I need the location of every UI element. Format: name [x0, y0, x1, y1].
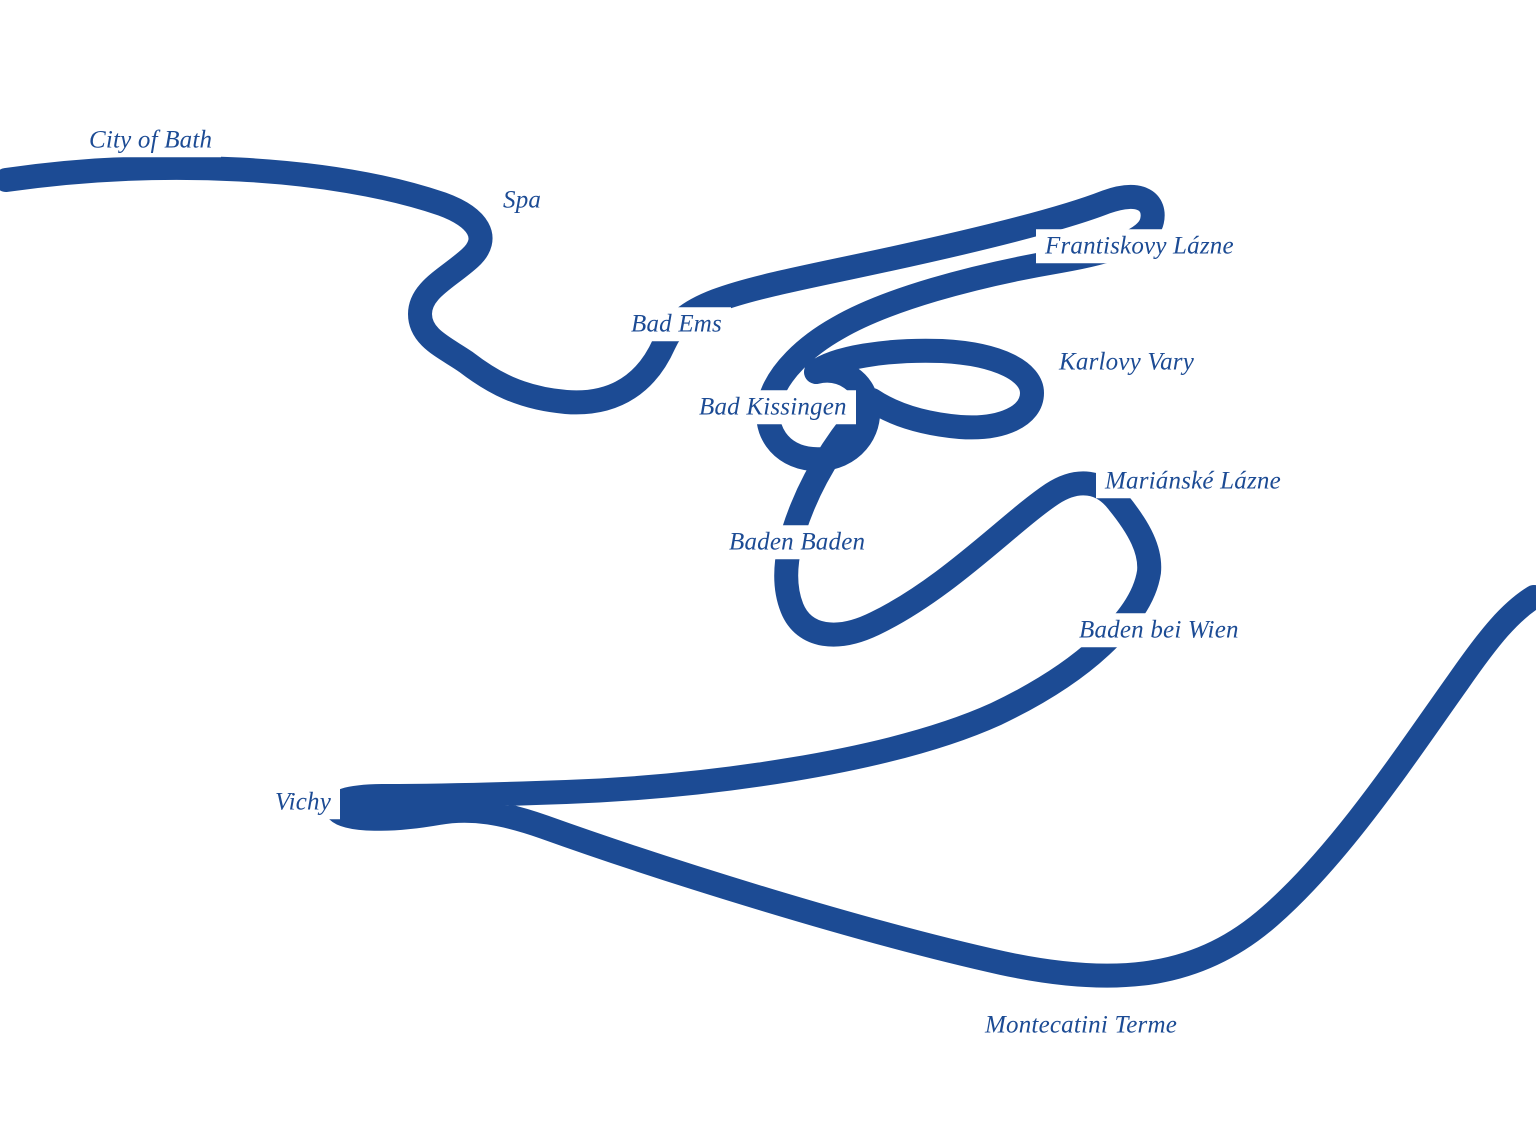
- place-label-mari-nsk-l-zne: Mariánské Lázne: [1096, 464, 1290, 498]
- place-label-baden-baden: Baden Baden: [720, 525, 875, 559]
- place-label-baden-bei-wien: Baden bei Wien: [1070, 613, 1248, 647]
- spa-route-path: [0, 155, 1536, 988]
- place-label-spa: Spa: [494, 183, 551, 217]
- place-label-city-of-bath: City of Bath: [80, 123, 222, 157]
- place-label-karlovy-vary: Karlovy Vary: [1050, 345, 1204, 379]
- place-label-vichy: Vichy: [266, 785, 341, 819]
- place-label-bad-kissingen: Bad Kissingen: [690, 390, 856, 424]
- place-label-bad-ems: Bad Ems: [622, 307, 731, 341]
- place-label-montecatini-terme: Montecatini Terme: [976, 1008, 1187, 1042]
- place-label-frantiskovy-l-zne: Frantiskovy Lázne: [1036, 229, 1243, 263]
